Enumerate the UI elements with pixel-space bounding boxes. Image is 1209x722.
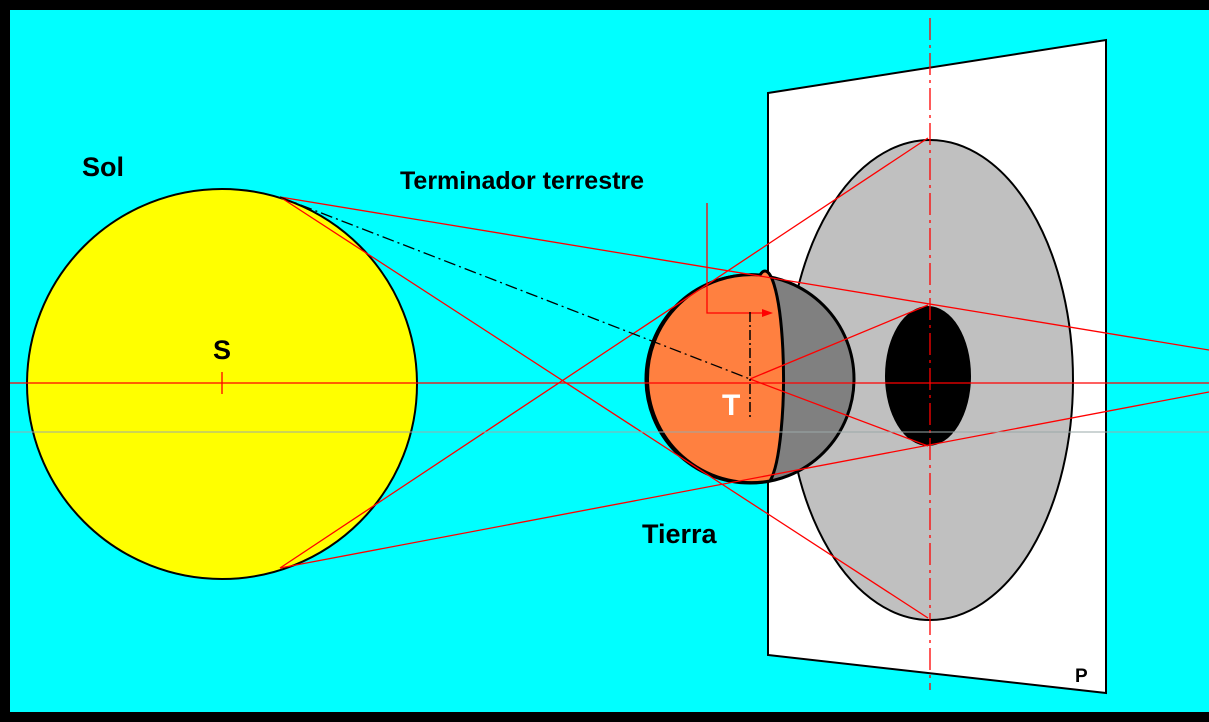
sun-label: Sol (82, 152, 124, 182)
sun-tangent-top (279, 196, 1209, 351)
plane-label: P (1075, 666, 1088, 687)
earth-center-label: T (722, 389, 740, 422)
umbra-cone-bottom (279, 137, 929, 569)
terminator-pointer (706, 203, 762, 314)
sun-earth-dashed-line (279, 196, 751, 380)
umbra-cone-top (279, 196, 929, 619)
construction-lines (10, 18, 1209, 690)
terminator-label: Terminador terrestre (400, 167, 644, 195)
earth-lit-side (646, 269, 786, 485)
sun-tangent-bottom (279, 391, 1209, 569)
umbra-ray-top (749, 304, 929, 380)
sun-center-label: S (213, 335, 231, 365)
umbra (885, 306, 971, 446)
umbra-ray-bottom (749, 378, 929, 447)
earth-label: Tierra (642, 519, 718, 549)
terminator-arrowhead (762, 309, 773, 317)
